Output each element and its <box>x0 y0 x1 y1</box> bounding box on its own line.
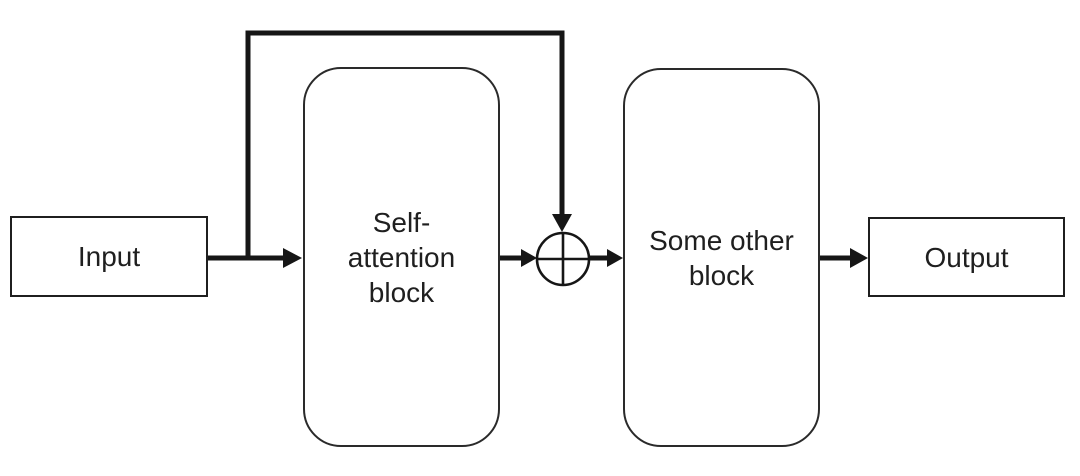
arrow-some-other-block-to-output <box>820 248 868 268</box>
node-output-label: Output <box>924 241 1009 273</box>
node-some-other-block: Some other block <box>623 68 820 447</box>
node-self-attention-block: Self- attention block <box>303 67 500 447</box>
node-input-label: Input <box>77 241 141 272</box>
arrow-self-attention-to-add <box>500 249 537 267</box>
arrow-add-to-some-other-block <box>589 249 623 267</box>
skip-connection-arrow <box>245 30 572 258</box>
node-output: Output <box>868 217 1065 297</box>
arrow-input-to-self-attention <box>208 248 302 268</box>
node-input: Input <box>10 216 208 297</box>
add-node-circled-plus-icon <box>535 231 591 287</box>
node-some-other-label: Some other block <box>649 224 794 291</box>
node-self-attention-label: Self- attention block <box>347 206 456 308</box>
